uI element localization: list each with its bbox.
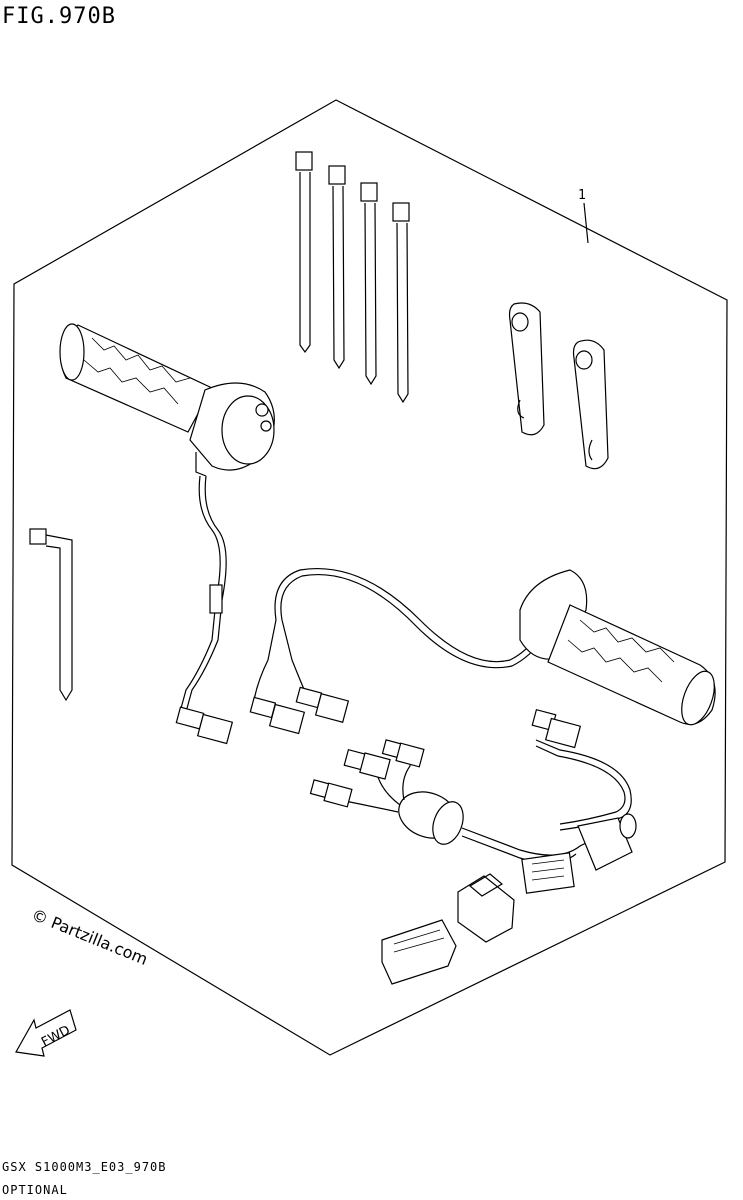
mounting-bracket bbox=[572, 339, 609, 470]
harness-bundle-sleeve bbox=[398, 791, 464, 845]
cable-tie-l-shape bbox=[29, 528, 73, 702]
diagram-code: GSX S1000M3_E03_970B bbox=[2, 1160, 167, 1174]
cable-tie bbox=[360, 182, 378, 386]
cable-tie bbox=[328, 165, 346, 370]
left-grip-wire bbox=[185, 475, 227, 713]
figure-title: FIG.970B bbox=[2, 4, 116, 29]
main-harness-connector bbox=[531, 708, 582, 749]
cable-ties bbox=[295, 151, 410, 404]
connector-housing bbox=[381, 919, 457, 985]
heated-grip-right bbox=[519, 569, 716, 726]
callout-leader-line bbox=[583, 202, 589, 244]
branch-connector bbox=[381, 739, 425, 768]
mounting-bracket bbox=[508, 302, 545, 436]
right-grip-connector bbox=[295, 686, 350, 723]
part-callout-label: 1 bbox=[578, 188, 586, 203]
optional-note: OPTIONAL bbox=[2, 1183, 68, 1197]
main-harness-wire bbox=[535, 745, 626, 825]
main-harness-wire bbox=[535, 739, 632, 831]
branch-connector bbox=[343, 748, 391, 780]
connector-housing bbox=[457, 873, 515, 943]
wire-sleeve bbox=[209, 584, 223, 614]
right-grip-wire-branch bbox=[281, 619, 307, 695]
kit-boundary-outline bbox=[11, 99, 728, 1056]
right-grip-wire bbox=[274, 568, 541, 663]
branch-wire bbox=[402, 751, 413, 801]
cable-tie bbox=[392, 202, 410, 404]
cable-tie bbox=[295, 151, 313, 354]
left-grip-connector bbox=[175, 706, 234, 745]
fwd-direction-arrow: FWD bbox=[15, 1009, 77, 1057]
right-grip-wire bbox=[280, 574, 545, 669]
left-grip-wire bbox=[179, 475, 221, 713]
right-grip-connector bbox=[249, 696, 306, 735]
multipin-connector bbox=[521, 813, 637, 894]
branch-connector bbox=[309, 779, 353, 808]
heated-grip-left bbox=[59, 323, 275, 477]
right-grip-wire-branch bbox=[253, 619, 277, 701]
